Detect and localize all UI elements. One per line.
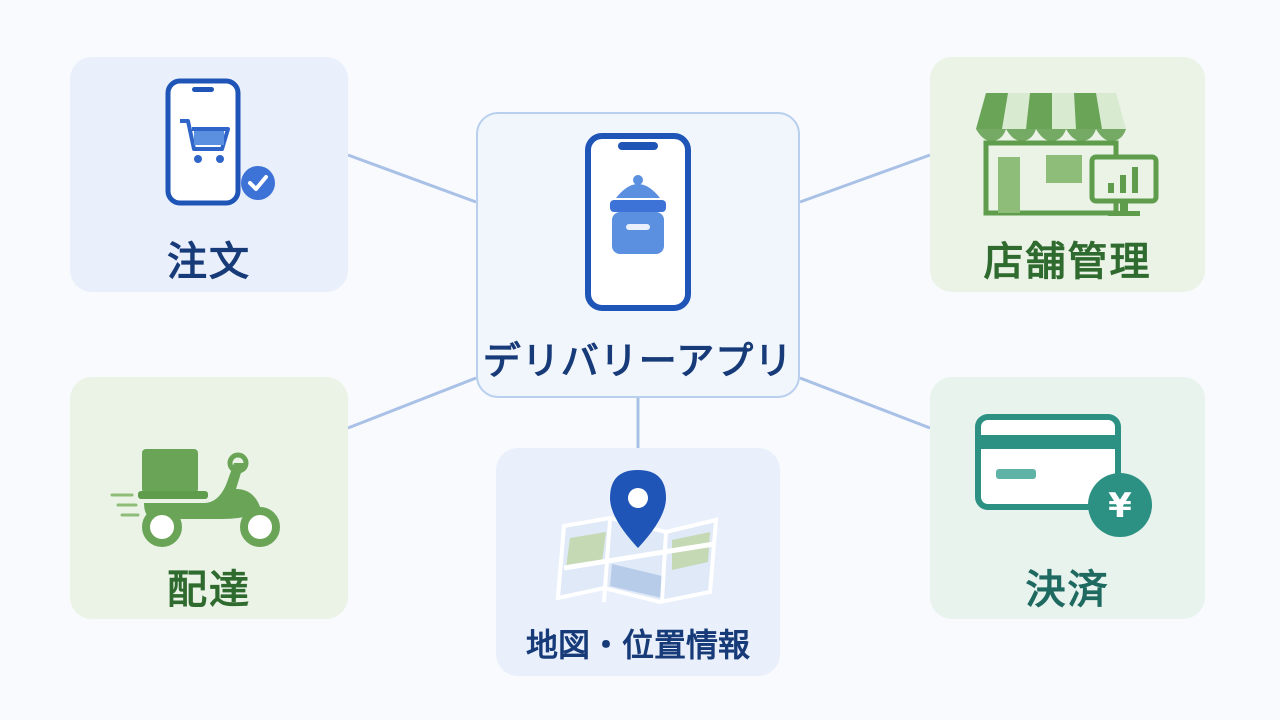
storefront-icon bbox=[976, 93, 1159, 216]
phone-cart-icon bbox=[165, 78, 275, 206]
delivery-label: 配達 bbox=[167, 567, 251, 613]
payment-label: 決済 bbox=[1025, 567, 1110, 613]
delivery-app-phone-icon bbox=[585, 133, 691, 311]
link-payment bbox=[799, 376, 931, 430]
map-pin-icon bbox=[555, 470, 719, 605]
order-label: 注文 bbox=[167, 239, 251, 285]
payment-card: ¥ 決済 bbox=[930, 377, 1205, 619]
store-label: 店舗管理 bbox=[983, 239, 1152, 285]
store-card: 店舗管理 bbox=[930, 57, 1205, 292]
svg-text:¥: ¥ bbox=[1108, 486, 1132, 526]
link-store bbox=[799, 153, 931, 204]
center-app-label: デリバリーアプリ bbox=[482, 339, 794, 383]
order-card: 注文 bbox=[70, 57, 348, 292]
delivery-card: 配達 bbox=[70, 377, 348, 619]
credit-card-yen-icon: ¥ bbox=[975, 414, 1152, 537]
map-card: 地図・位置情報 bbox=[496, 448, 780, 676]
link-order bbox=[347, 153, 477, 204]
center-app-card: デリバリーアプリ bbox=[476, 112, 800, 398]
link-delivery bbox=[347, 376, 477, 430]
map-label: 地図・位置情報 bbox=[525, 626, 750, 664]
scooter-icon bbox=[110, 449, 280, 547]
